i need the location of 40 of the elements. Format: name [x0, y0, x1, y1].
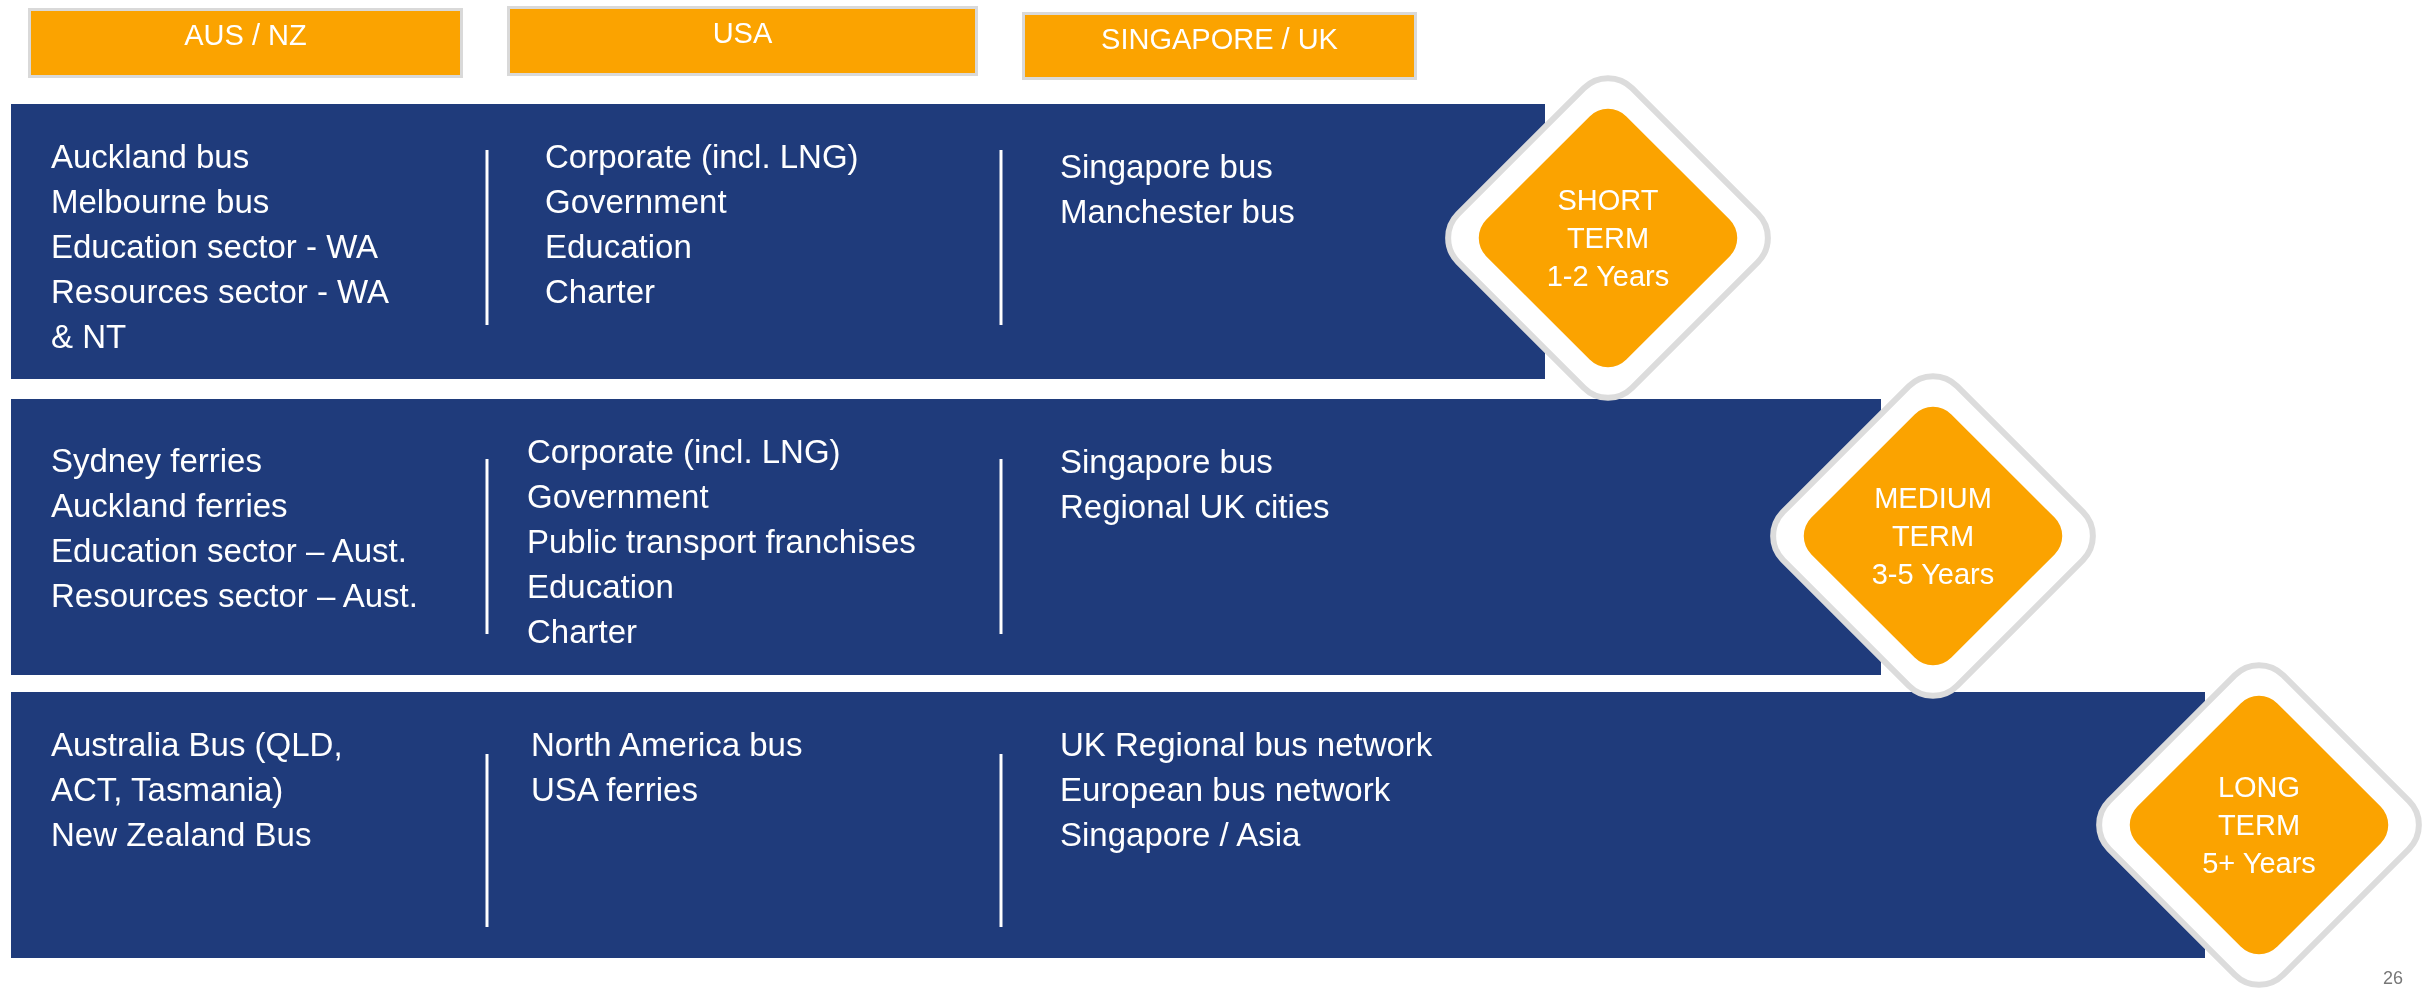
market-item: Singapore bus [1060, 147, 1273, 187]
market-item: Education sector – Aust. [51, 531, 407, 571]
market-item: Manchester bus [1060, 192, 1295, 232]
region-header: SINGAPORE / UK [1022, 12, 1417, 80]
market-item: Government [545, 182, 727, 222]
duration-label: 5+ Years [2202, 846, 2316, 881]
market-item: UK Regional bus network [1060, 725, 1433, 765]
timeline-band [11, 692, 2205, 958]
market-item: Auckland bus [51, 137, 250, 177]
market-item: Regional UK cities [1060, 487, 1330, 527]
market-item: Corporate (incl. LNG) [545, 137, 859, 177]
market-item: Auckland ferries [51, 486, 288, 526]
market-item: Education sector - WA [51, 227, 379, 267]
page-number: 26 [2382, 968, 2403, 989]
market-item: Singapore bus [1060, 442, 1273, 482]
market-item: Resources sector - WA & NT [51, 272, 389, 357]
market-item: Corporate (incl. LNG) [527, 432, 841, 472]
region-header: AUS / NZ [28, 8, 463, 78]
term-label: LONG TERM [2216, 770, 2302, 843]
market-item: New Zealand Bus [51, 815, 312, 855]
market-item: Sydney ferries [51, 441, 262, 481]
market-item: Singapore / Asia [1060, 815, 1301, 855]
market-item: North America bus [531, 725, 803, 765]
market-item: Resources sector – Aust. [51, 576, 418, 616]
market-item: Government [527, 477, 709, 517]
market-item: European bus network [1060, 770, 1391, 810]
term-label: MEDIUM TERM [1873, 481, 1993, 554]
market-item: Charter [545, 272, 656, 312]
timeline-band [11, 104, 1545, 379]
market-item: Education [527, 567, 674, 607]
market-item: Melbourne bus [51, 182, 270, 222]
market-item: USA ferries [531, 770, 698, 810]
region-header: USA [507, 6, 978, 76]
duration-label: 1-2 Years [1546, 259, 1670, 294]
market-item: Charter [527, 612, 638, 652]
market-item: Australia Bus (QLD, ACT, Tasmania) [51, 725, 344, 810]
term-label: SHORT TERM [1556, 183, 1660, 256]
duration-label: 3-5 Years [1871, 557, 1995, 592]
market-item: Education [545, 227, 692, 267]
market-item: Public transport franchises [527, 522, 916, 562]
